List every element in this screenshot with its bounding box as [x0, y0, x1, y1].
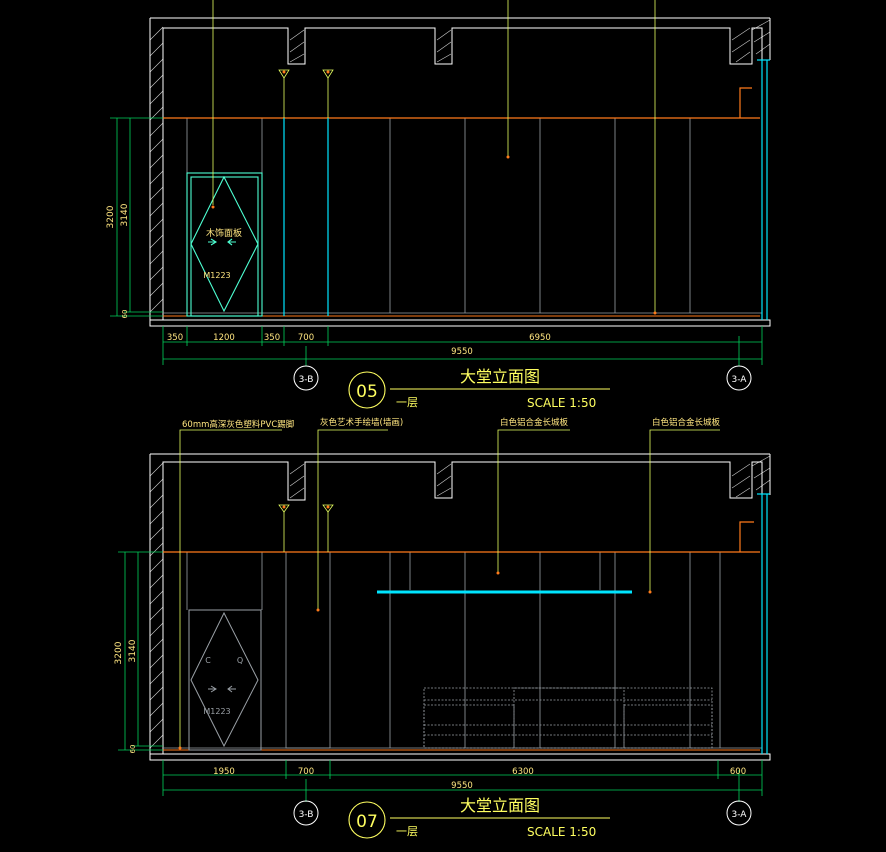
svg-text:大堂立面图: 大堂立面图	[460, 796, 540, 815]
dim-3200-07: 3200	[114, 641, 124, 664]
dim-seg-2-07: 700	[298, 767, 314, 777]
door-label-text: 木饰面板	[206, 227, 242, 239]
svg-text:SCALE 1:50: SCALE 1:50	[527, 825, 596, 839]
vertical-dimensions	[110, 117, 163, 317]
dim-3140: 3140	[120, 203, 130, 226]
dim-seg-2: 1200	[213, 333, 235, 343]
dim-seg-1: 350	[167, 333, 183, 343]
dim-seg-1-07: 1950	[213, 767, 235, 777]
axis-marker-left: 3-B	[293, 365, 319, 391]
svg-text:3-B: 3-B	[299, 375, 314, 385]
svg-text:一层: 一层	[396, 396, 418, 409]
downlight-fill	[282, 70, 330, 74]
dim-60: 60	[121, 310, 129, 319]
axis-marker-left-07: 3-B	[293, 800, 319, 826]
sofa	[423, 687, 713, 749]
wall-panels	[163, 118, 762, 314]
elevation-07: C Q M1223 60mm高深灰色塑料PVC踢脚 灰色艺术手绘墙(墙画) 白色…	[114, 417, 771, 839]
annotation-leaders	[179, 429, 720, 748]
axis-marker-right-07: 3-A	[726, 800, 752, 826]
annotation-dots	[178, 571, 652, 750]
vertical-dimensions-07	[118, 551, 163, 751]
svg-text:3-A: 3-A	[732, 810, 748, 820]
drawing-title-05: 05 大堂立面图 一层 SCALE 1:50	[348, 367, 610, 410]
svg-text:SCALE 1:50: SCALE 1:50	[527, 396, 596, 410]
wall-section-outline	[149, 17, 771, 327]
drawing-title-07: 07 大堂立面图 一层 SCALE 1:50	[348, 796, 610, 839]
annotation-art-wall: 灰色艺术手绘墙(墙画)	[320, 417, 403, 428]
downlight-symbols-07	[278, 504, 334, 552]
svg-text:3-A: 3-A	[732, 375, 748, 385]
door-label-c: C	[205, 656, 211, 665]
cyan-columns	[283, 59, 770, 320]
dim-3200: 3200	[106, 205, 116, 228]
dim-total: 9550	[451, 347, 473, 357]
door-code: M1223	[203, 271, 230, 280]
door-m1223	[186, 172, 263, 317]
dim-seg-3-07: 6300	[512, 767, 534, 777]
wall-hatch-07	[149, 455, 771, 749]
annotation-aluminium-1: 白色铝合金长城板	[500, 417, 569, 428]
dim-total-07: 9550	[451, 781, 473, 791]
svg-text:07: 07	[356, 812, 378, 832]
door-m1223-07	[188, 609, 262, 751]
leader-lines	[212, 0, 656, 313]
axis-marker-right: 3-A	[726, 365, 752, 391]
dim-60-07: 60	[129, 745, 137, 754]
dim-seg-4: 700	[298, 333, 314, 343]
downlight-symbols	[278, 69, 334, 118]
svg-text:3-B: 3-B	[299, 810, 314, 820]
horizontal-dimensions	[162, 326, 763, 366]
door-code-07: M1223	[203, 707, 230, 716]
wall-section-outline-07	[149, 453, 771, 761]
elevation-05: 木饰面板 M1223 3200 3140 60	[106, 0, 771, 410]
wall-hatch	[149, 19, 771, 313]
dim-seg-3: 350	[264, 333, 280, 343]
ceiling-step	[739, 87, 752, 118]
door-label-q: Q	[237, 656, 243, 665]
annotation-aluminium-2: 白色铝合金长城板	[652, 417, 721, 428]
dim-3140-07: 3140	[128, 639, 138, 662]
dim-seg-4-07: 600	[730, 767, 746, 777]
dim-seg-5: 6950	[529, 333, 551, 343]
cyan-edge-07	[757, 493, 770, 754]
ceiling-step-07	[739, 521, 754, 552]
svg-text:大堂立面图: 大堂立面图	[460, 367, 540, 386]
horizontal-dimensions-07	[162, 760, 763, 802]
annotation-baseboard: 60mm高深灰色塑料PVC踢脚	[182, 419, 294, 430]
downlight-fill-07	[282, 505, 330, 509]
svg-text:05: 05	[356, 382, 378, 402]
wall-panels-07	[163, 551, 762, 749]
svg-text:一层: 一层	[396, 825, 418, 838]
leader-dots	[211, 155, 657, 315]
